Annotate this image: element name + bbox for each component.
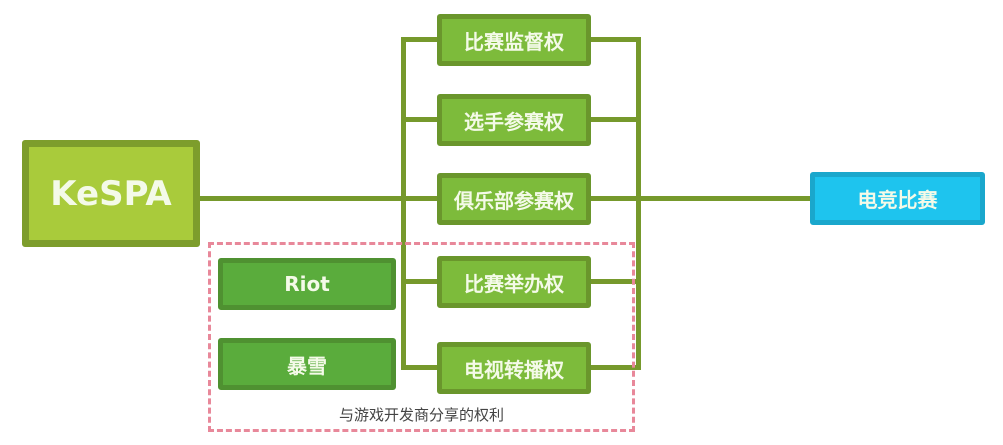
- connector-left-2: [401, 117, 437, 122]
- left-trunk: [401, 37, 406, 370]
- connector-right-5: [591, 365, 639, 370]
- esports-match-node: 电竞比赛: [810, 172, 985, 225]
- connector-left-5: [401, 365, 437, 370]
- shared-rights-group: [208, 242, 635, 432]
- connector-right-4: [591, 279, 639, 284]
- connector-right-1: [591, 37, 639, 42]
- connector-kespa-to-trunk: [200, 196, 437, 201]
- connector-right-2: [591, 117, 639, 122]
- right-trunk: [636, 37, 641, 370]
- developer-node-blizzard: 暴雪: [218, 338, 396, 390]
- shared-rights-caption: 与游戏开发商分享的权利: [338, 406, 504, 424]
- connector-right-3: [591, 196, 810, 201]
- right-node-club-participation: 俱乐部参赛权: [437, 173, 591, 225]
- right-node-match-supervision: 比赛监督权: [437, 14, 591, 66]
- right-node-hosting: 比赛举办权: [437, 256, 591, 308]
- right-node-broadcast: 电视转播权: [437, 342, 591, 394]
- right-node-player-participation: 选手参赛权: [437, 94, 591, 146]
- kespa-node: KeSPA: [22, 140, 200, 247]
- connector-left-4: [401, 279, 437, 284]
- connector-left-1: [401, 37, 437, 42]
- developer-node-riot: Riot: [218, 258, 396, 310]
